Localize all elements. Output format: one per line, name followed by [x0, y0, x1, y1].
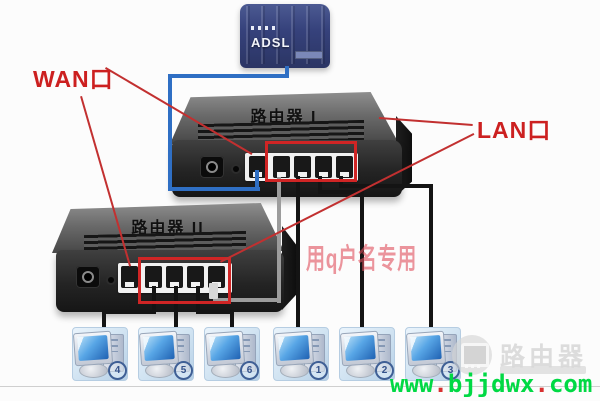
router2-lan-port-3	[187, 266, 204, 288]
pc-monitor	[273, 330, 315, 367]
pc-number-badge: 5	[174, 361, 193, 380]
adsl-modem: ADSL	[240, 4, 330, 68]
modem-connector-strip	[295, 51, 323, 59]
computer-icon-4: 4	[72, 327, 128, 381]
url-segment: www	[390, 370, 434, 398]
cable-pc3-a	[339, 176, 343, 188]
pc-monitor	[405, 330, 447, 367]
router2-reset-hole	[108, 277, 114, 283]
cable-modem-horizontal	[168, 74, 289, 78]
cable-uplink-vertical	[277, 177, 281, 303]
cable-pc2-c	[360, 190, 364, 330]
pc-monitor	[339, 330, 381, 367]
pc-monitor	[72, 330, 114, 367]
cable-pc4-c	[102, 310, 106, 330]
url-segment: bjjdwx	[447, 370, 535, 398]
uplink-plug	[209, 283, 218, 299]
cable-pc2-b	[318, 190, 364, 194]
router1-reset-hole	[233, 166, 239, 172]
modem-led-row	[251, 26, 277, 30]
bottom-divider	[0, 386, 600, 387]
router2-top: 路由器 II	[52, 203, 284, 253]
router2-lan-highlight-box	[138, 257, 231, 304]
pc-monitor	[138, 330, 180, 367]
url-segment: com	[548, 370, 593, 398]
router2-side	[282, 226, 296, 310]
router2-wan-port	[121, 266, 138, 288]
router2-lan-port-1	[145, 266, 162, 288]
cable-pc3-c	[429, 184, 433, 330]
computer-icon-1: 1	[273, 327, 329, 381]
router1-lan-port-1	[273, 156, 290, 178]
cable-uplink-horizontal	[213, 298, 281, 302]
router1-top: 路由器 I	[170, 92, 398, 144]
computer-icon-5: 5	[138, 327, 194, 381]
router1-lan-port-3	[315, 156, 332, 178]
cable-pc2-a	[318, 176, 322, 194]
pc-number-badge: 6	[240, 361, 259, 380]
router1-power-jack	[200, 156, 224, 178]
cable-modem-to-wan-horizontal	[168, 187, 260, 191]
router1-lan-port-4	[336, 156, 353, 178]
cable-pc5	[174, 286, 178, 330]
cable-pc6-b	[196, 310, 234, 314]
logo-watermark-subtext	[500, 366, 586, 374]
lan-port-label: LAN口	[477, 117, 552, 143]
cable-pc6-a	[196, 286, 200, 314]
router2-lan-port-2	[166, 266, 183, 288]
logo-badge-icon	[452, 335, 492, 375]
url-dot: .	[534, 370, 549, 398]
leader-lan-to-router1	[378, 117, 473, 127]
cable-pc4-b	[102, 310, 156, 314]
router2-power-jack	[76, 266, 100, 288]
computer-icon-6: 6	[204, 327, 260, 381]
center-watermark: 用q户名专用	[306, 243, 417, 274]
cable-into-wan-port	[255, 170, 259, 191]
computer-icon-2: 2	[339, 327, 395, 381]
cable-pc3-b	[339, 184, 433, 188]
url-dot: .	[433, 370, 448, 398]
wan-port-label: WAN口	[33, 66, 114, 92]
cable-modem-drop	[285, 66, 289, 78]
router1-lan-highlight-box	[265, 141, 357, 182]
pc-number-badge: 1	[309, 361, 328, 380]
pc-monitor	[204, 330, 246, 367]
cable-pc6-c	[230, 310, 234, 330]
website-url: www.bjjdwx.com	[390, 370, 592, 398]
router1-lan-port-2	[294, 156, 311, 178]
modem-label: ADSL	[251, 35, 291, 50]
pc-number-badge: 2	[375, 361, 394, 380]
cable-modem-vertical	[168, 74, 172, 191]
cable-pc4-a	[152, 286, 156, 314]
cable-pc1	[296, 176, 300, 330]
pc-number-badge: 4	[108, 361, 127, 380]
